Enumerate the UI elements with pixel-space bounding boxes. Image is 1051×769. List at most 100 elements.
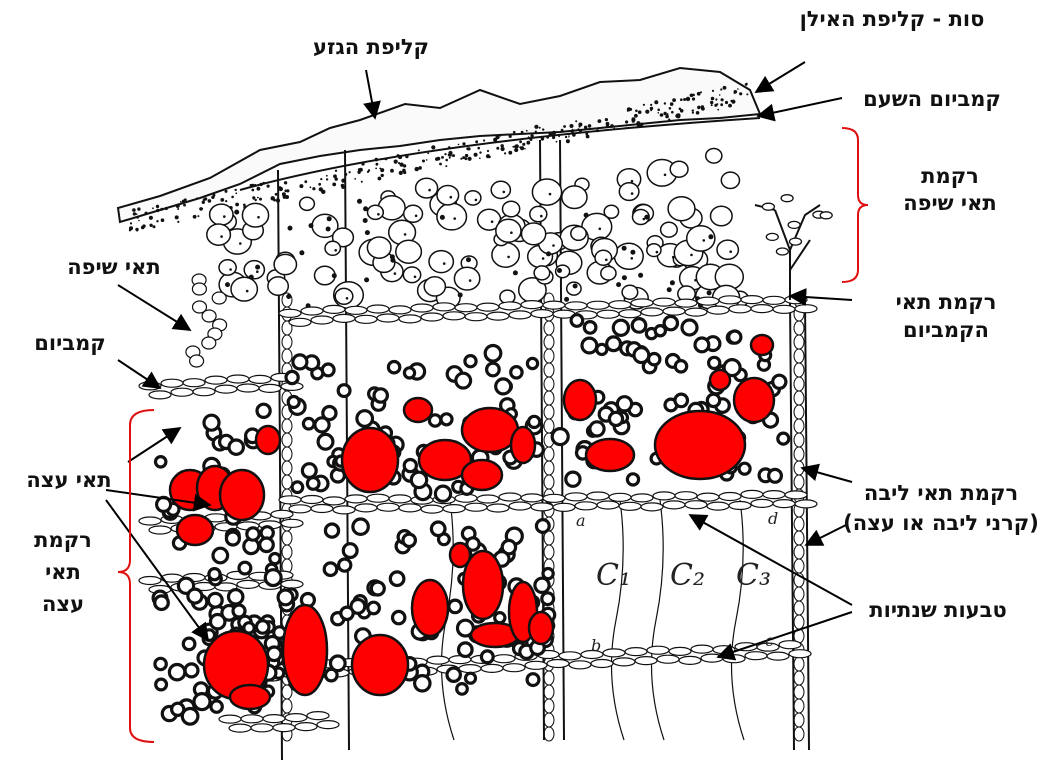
wood-cell	[459, 643, 473, 657]
ray-cell	[544, 713, 554, 727]
wood-cell	[326, 669, 338, 681]
wood-cell	[709, 357, 720, 368]
wood-cell	[571, 315, 583, 327]
phloem-cell	[210, 204, 233, 225]
band-cell	[433, 303, 455, 311]
ray-cell	[794, 349, 804, 363]
wood-cell	[318, 434, 333, 449]
bark-speck	[285, 195, 289, 199]
ray-cell	[544, 335, 554, 349]
bark-speck	[399, 171, 403, 175]
vessel-cell	[710, 370, 730, 390]
band-cell	[263, 715, 285, 723]
phloem-cell	[465, 191, 481, 205]
bark-speck	[577, 128, 579, 130]
band-cell	[367, 494, 389, 502]
bark-speck	[479, 151, 481, 153]
phloem-dot	[428, 189, 431, 192]
phloem-nucleus	[584, 213, 589, 218]
bark-speck	[183, 204, 186, 207]
bark-speck	[568, 136, 570, 138]
phloem-dot	[257, 216, 260, 219]
phloem-cell	[622, 285, 638, 299]
wood-cell	[404, 460, 416, 472]
band-cell	[531, 503, 553, 511]
bark-speck	[626, 125, 628, 127]
band-cell	[745, 652, 767, 660]
band-cell	[487, 312, 509, 320]
pointer-arrow	[718, 612, 852, 657]
phloem-dot	[656, 251, 659, 254]
wood-cell	[343, 544, 357, 558]
band-cell	[625, 648, 647, 656]
vessel-cell	[463, 551, 503, 619]
wood-cell	[307, 478, 319, 490]
band-cell	[389, 495, 411, 503]
phloem-nucleus	[288, 226, 293, 231]
ray-cell	[544, 461, 554, 475]
band-cell	[171, 388, 193, 396]
band-cell	[289, 318, 311, 326]
band-cell	[285, 714, 307, 722]
bark-speck	[193, 215, 197, 219]
bark-speck	[165, 207, 168, 210]
bark-speck	[509, 135, 512, 138]
wood-cell	[156, 679, 167, 690]
bark-speck	[275, 193, 278, 196]
band-cell	[273, 724, 295, 732]
bark-speck	[632, 120, 635, 123]
phloem-dot	[246, 290, 249, 293]
wood-cell	[302, 464, 316, 478]
bark-speck	[138, 220, 140, 222]
bark-speck	[667, 113, 669, 115]
wood-cell	[341, 607, 353, 619]
bark-speck	[435, 157, 439, 161]
band-cell	[679, 656, 701, 664]
band-cell	[751, 305, 773, 313]
phloem-cell	[202, 337, 216, 349]
bark-speck	[145, 212, 148, 215]
band-cell	[675, 299, 697, 307]
bark-speck	[539, 127, 541, 129]
bark-speck	[669, 107, 672, 110]
vessel-cell	[220, 470, 264, 520]
wood-cell	[456, 373, 471, 388]
bark-speck	[225, 190, 228, 193]
band-cell	[657, 655, 679, 663]
ray-cell	[794, 587, 804, 601]
band-cell	[311, 505, 333, 513]
bark-speck	[380, 168, 384, 172]
bark-speck	[711, 97, 715, 101]
bark-speck	[136, 216, 139, 219]
wood-cell	[404, 368, 414, 378]
bark-speck	[512, 146, 514, 148]
phloem-cell	[244, 261, 264, 279]
bark-speck	[563, 125, 566, 128]
phloem-nucleus	[458, 293, 463, 298]
bark-speck	[610, 124, 614, 128]
bark-speck	[487, 150, 489, 152]
phloem-cell	[614, 243, 643, 269]
band-cell	[205, 376, 227, 384]
band-cell	[399, 315, 421, 323]
phloem-cell	[601, 266, 616, 280]
phloem-nucleus	[622, 275, 627, 280]
phloem-cell	[219, 260, 236, 275]
bark-speck	[403, 164, 406, 167]
wood-cell	[211, 615, 225, 629]
wood-cell	[233, 605, 245, 617]
bark-speck	[717, 109, 719, 111]
band-cell	[663, 307, 685, 315]
bark-speck	[284, 181, 287, 184]
bark-speck	[132, 208, 136, 212]
wood-cell	[695, 338, 709, 352]
bark-speck	[643, 104, 645, 106]
wood-cell	[204, 415, 219, 430]
fibre-line	[612, 500, 625, 740]
wood-cell	[634, 348, 649, 363]
bark-speck	[333, 174, 337, 178]
bark-speck	[213, 194, 216, 197]
wood-cell	[415, 676, 430, 691]
phloem-nucleus	[299, 250, 304, 255]
wood-cell	[324, 563, 337, 576]
